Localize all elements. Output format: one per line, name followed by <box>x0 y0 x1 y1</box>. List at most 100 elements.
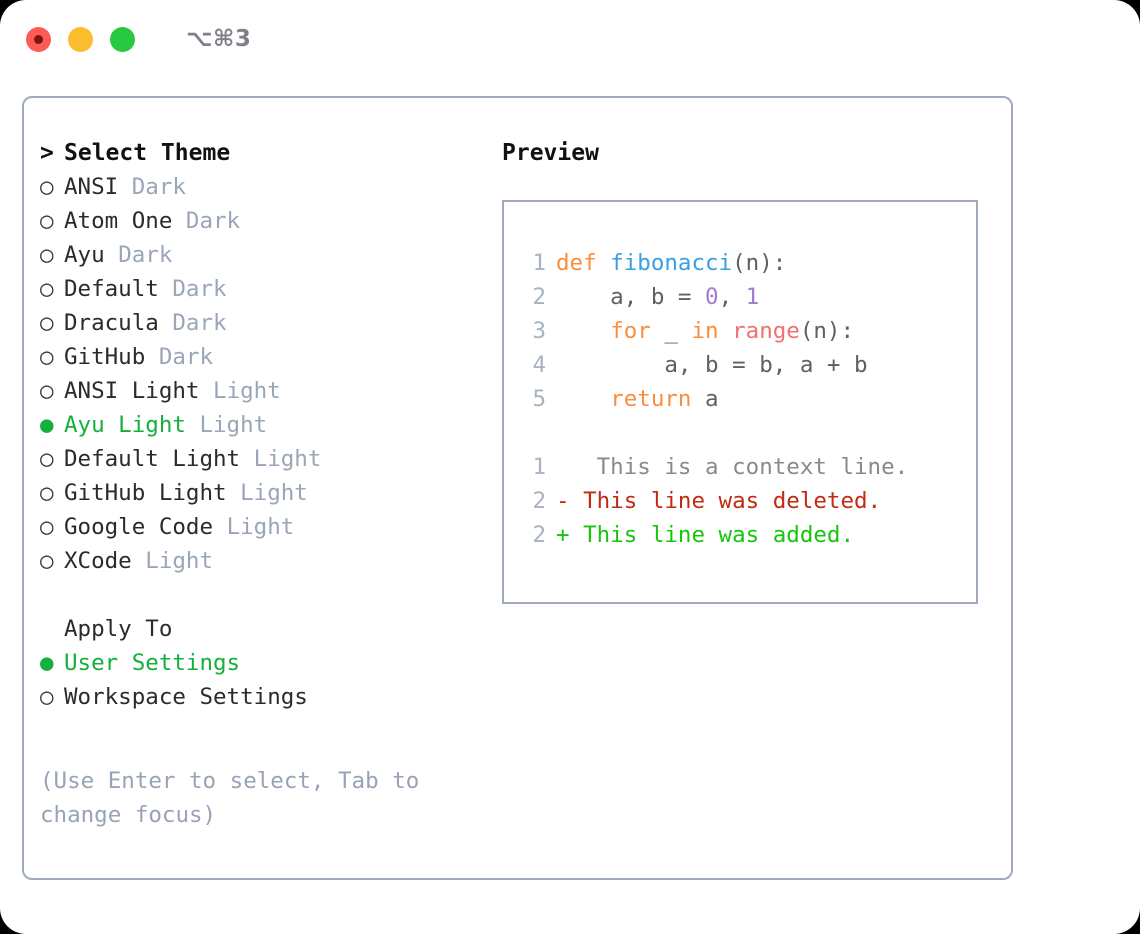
line-number: 2 <box>532 488 546 514</box>
radio-off-icon: ○ <box>40 276 54 302</box>
code-token: 1 <box>745 284 760 310</box>
theme-variant: Dark <box>172 276 227 302</box>
theme-option-github-light[interactable]: ○GitHub Light Light <box>40 476 490 510</box>
theme-selection-panel: >Select Theme ○ANSI Dark ○Atom One Dark … <box>40 136 490 714</box>
theme-variant: Dark <box>131 174 186 200</box>
apply-to-heading: Apply To <box>40 612 490 646</box>
theme-name: GitHub <box>64 344 146 370</box>
radio-on-icon: ● <box>40 412 54 438</box>
diff-marker: + <box>556 522 570 548</box>
code-token: range <box>732 318 800 344</box>
line-number: 1 <box>532 454 546 480</box>
radio-off-icon: ○ <box>40 446 54 472</box>
radio-off-icon: ○ <box>40 174 54 200</box>
theme-option-default-dark[interactable]: ○ Default Dark <box>40 272 490 306</box>
line-number: 1 <box>532 250 546 276</box>
diff-marker <box>556 454 570 480</box>
diff-line-added: 2 + This line was added. <box>504 518 976 552</box>
line-number: 2 <box>532 522 546 548</box>
minimize-button[interactable] <box>68 26 93 52</box>
code-token: a <box>691 386 719 412</box>
theme-name: ANSI <box>64 174 119 200</box>
radio-off-icon: ○ <box>40 548 54 574</box>
code-token: in <box>691 318 719 344</box>
window-controls <box>26 26 135 52</box>
code-token <box>556 386 610 412</box>
apply-to-label: Workspace Settings <box>64 684 308 710</box>
diff-text: This line was added. <box>569 522 855 548</box>
theme-name: Default <box>64 276 159 302</box>
theme-option-xcode[interactable]: ○XCode Light <box>40 544 490 578</box>
theme-variant: Light <box>253 446 322 472</box>
radio-off-icon: ○ <box>40 480 54 506</box>
diff-text: This line was deleted. <box>569 488 882 514</box>
code-line: 3 for _ in range(n): <box>504 314 976 348</box>
maximize-button[interactable] <box>110 26 135 52</box>
caret-icon: > <box>40 140 54 166</box>
diff-line-context: 1 This is a context line. <box>504 450 976 484</box>
theme-option-ayu-light[interactable]: ● Ayu Light Light <box>40 408 490 442</box>
diff-text: This is a context line. <box>569 454 909 480</box>
code-token <box>556 318 610 344</box>
theme-variant: Light <box>226 514 295 540</box>
radio-off-icon: ○ <box>40 242 54 268</box>
code-token: _ <box>650 318 692 344</box>
theme-variant: Dark <box>172 310 227 336</box>
theme-option-default-light[interactable]: ○Default Light Light <box>40 442 490 476</box>
window-title: ⌥⌘3 <box>186 25 252 52</box>
theme-option-google-code[interactable]: ○Google Code Light <box>40 510 490 544</box>
apply-to-label: User Settings <box>64 650 241 676</box>
theme-option-ansi-light[interactable]: ○ANSI Light Light <box>40 374 490 408</box>
theme-option-dracula-dark[interactable]: ○ Dracula Dark <box>40 306 490 340</box>
code-token: fibonacci <box>610 250 733 276</box>
theme-name: Ayu Light <box>64 412 186 438</box>
theme-option-ayu-dark[interactable]: ○ Ayu Dark <box>40 238 490 272</box>
radio-off-icon: ○ <box>40 684 54 710</box>
code-token: a, b = <box>556 284 706 310</box>
title-bar: ⌥⌘3 <box>0 0 1140 78</box>
apply-to-option-user-settings[interactable]: ● User Settings <box>40 646 490 680</box>
code-token: def <box>556 250 597 276</box>
line-number: 5 <box>532 386 546 412</box>
theme-name: GitHub Light <box>64 480 227 506</box>
theme-name: Atom One <box>64 208 173 234</box>
line-number: 3 <box>532 318 546 344</box>
close-button[interactable] <box>26 26 51 52</box>
code-token: (n): <box>799 318 855 344</box>
content-card: >Select Theme ○ANSI Dark ○Atom One Dark … <box>22 96 1013 880</box>
theme-name: Dracula <box>64 310 159 336</box>
code-token: for <box>610 318 651 344</box>
code-token: return <box>610 386 692 412</box>
theme-variant: Dark <box>158 344 214 370</box>
select-theme-heading-label: Select Theme <box>64 140 231 166</box>
theme-option-github-dark[interactable]: ○GitHub Dark <box>40 340 490 374</box>
code-line: 1 def fibonacci(n): <box>504 246 976 280</box>
apply-to-heading-label: Apply To <box>64 616 173 642</box>
radio-off-icon: ○ <box>40 208 54 234</box>
radio-off-icon: ○ <box>40 310 54 336</box>
theme-variant: Light <box>199 412 268 438</box>
code-token: 0 <box>705 284 719 310</box>
line-number: 2 <box>532 284 546 310</box>
code-token: , <box>718 284 746 310</box>
code-blank-line <box>504 416 976 450</box>
code-line: 5 return a <box>504 382 976 416</box>
diff-marker: - <box>556 488 570 514</box>
code-token <box>719 318 733 344</box>
theme-option-atom-one-dark[interactable]: ○Atom One Dark <box>40 204 490 238</box>
code-token: (n): <box>732 250 787 276</box>
diff-line-deleted: 2- This line was deleted. <box>504 484 976 518</box>
code-line: 2 a, b = 0, 1 <box>504 280 976 314</box>
theme-name: Google Code <box>64 514 214 540</box>
theme-name: Ayu <box>64 242 105 268</box>
radio-on-icon: ● <box>40 650 54 676</box>
select-theme-heading: > Select Theme <box>40 136 490 170</box>
theme-option-ansi-dark[interactable]: ○ ANSI Dark <box>40 170 490 204</box>
theme-variant: Light <box>213 378 281 404</box>
apply-to-option-workspace-settings[interactable]: ○ Workspace Settings <box>40 680 490 714</box>
theme-name: XCode <box>64 548 132 574</box>
theme-variant: Dark <box>118 242 173 268</box>
